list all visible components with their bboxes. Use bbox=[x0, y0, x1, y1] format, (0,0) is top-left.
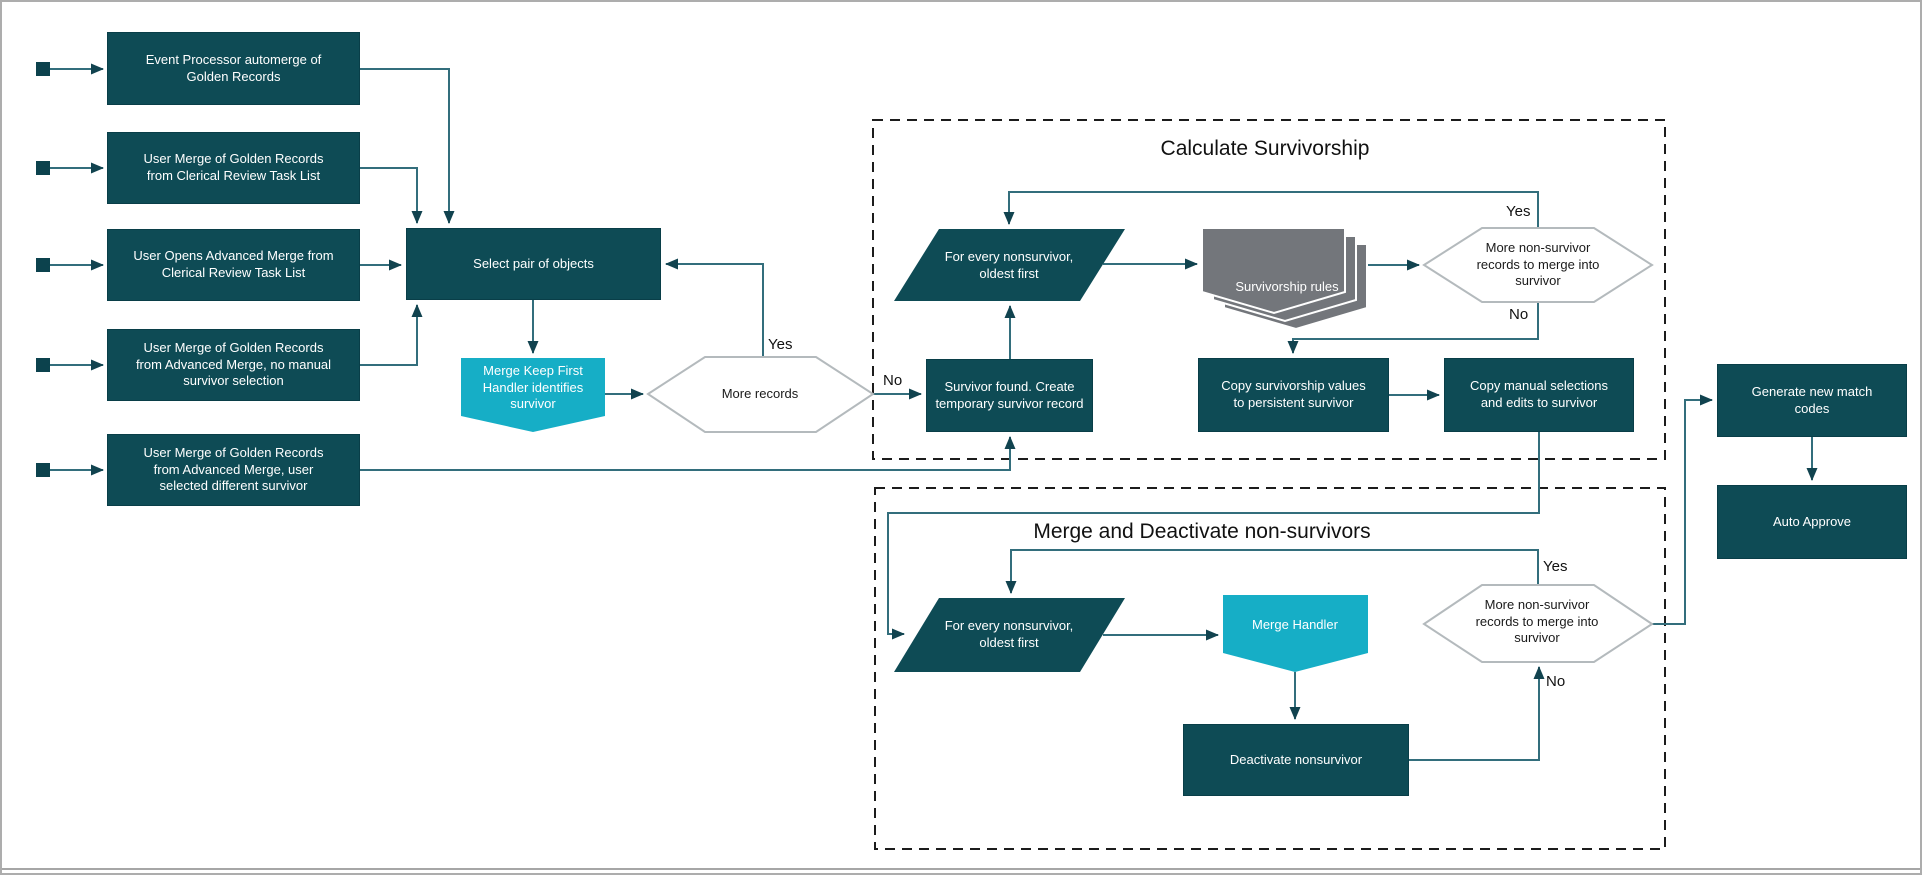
node-label: Select pair of objects bbox=[473, 255, 594, 271]
source-marker-5 bbox=[36, 463, 50, 477]
source-marker-4 bbox=[36, 358, 50, 372]
edge-source2-select bbox=[360, 167, 423, 224]
source-box-advanced-merge-no-manual: User Merge of Golden Records from Advanc… bbox=[107, 329, 360, 401]
label-merge-no: No bbox=[1546, 673, 1566, 690]
source-box-user-merge-clerical: User Merge of Golden Records from Cleric… bbox=[107, 132, 360, 204]
source-box-label: Event Processor automerge of Golden Reco… bbox=[145, 51, 322, 84]
node-label: Deactivate nonsurvivor bbox=[1229, 751, 1363, 767]
source-box-advanced-merge-different-survivor: User Merge of Golden Records from Advanc… bbox=[107, 434, 360, 506]
node-label: Copy survivorship values to persistent s… bbox=[1221, 378, 1366, 410]
label-more-records-yes: Yes bbox=[768, 336, 793, 353]
node-copy-survivorship: Copy survivorship values to persistent s… bbox=[1198, 358, 1389, 432]
node-copy-manual: Copy manual selections and edits to surv… bbox=[1444, 358, 1634, 432]
node-survivor-found: Survivor found. Create temporary survivo… bbox=[926, 359, 1093, 432]
source-box-label: User Merge of Golden Records from Cleric… bbox=[143, 151, 324, 183]
source-box-label: User Opens Advanced Merge from Clerical … bbox=[133, 248, 334, 280]
node-label: Generate new match codes bbox=[1751, 383, 1873, 416]
foreach-top-parallelogram bbox=[894, 229, 1125, 301]
source-box-label: User Merge of Golden Records from Advanc… bbox=[135, 339, 332, 389]
edge-deactivate-decision-bottom bbox=[1409, 666, 1545, 761]
connectors bbox=[50, 63, 1818, 761]
source-marker-2 bbox=[36, 161, 50, 175]
edge-decision-top-no-copy-survivorship bbox=[1287, 302, 1539, 354]
label-merge-yes: Yes bbox=[1543, 558, 1568, 575]
bottom-frame-line bbox=[2, 868, 1920, 870]
survivorship-rules-stack bbox=[1201, 227, 1368, 331]
node-label: Auto Approve bbox=[1772, 513, 1852, 529]
edge-source4-select bbox=[360, 304, 423, 366]
label-survivorship-no: No bbox=[1509, 306, 1529, 323]
edge-more-records-yes-select bbox=[665, 258, 764, 357]
node-label: Copy manual selections and edits to surv… bbox=[1469, 378, 1609, 410]
source-box-user-opens-advanced-merge: User Opens Advanced Merge from Clerical … bbox=[107, 229, 360, 301]
source-box-event-processor: Event Processor automerge of Golden Reco… bbox=[107, 32, 360, 105]
source-marker-3 bbox=[36, 258, 50, 272]
node-select-pair: Select pair of objects bbox=[406, 228, 661, 300]
label-more-records-no: No bbox=[883, 372, 903, 389]
edge-copy-manual-foreach-bottom bbox=[887, 432, 1540, 640]
node-auto-approve: Auto Approve bbox=[1717, 485, 1907, 559]
source-marker-1 bbox=[36, 62, 50, 76]
edge-source1-select bbox=[360, 68, 455, 224]
source-box-label: User Merge of Golden Records from Advanc… bbox=[143, 444, 324, 494]
more-nonsurvivor-top-hexagon bbox=[1422, 227, 1654, 303]
group-title-calculate-survivorship: Calculate Survivorship bbox=[1160, 137, 1370, 160]
foreach-bottom-parallelogram bbox=[894, 598, 1125, 672]
merge-handler-shape bbox=[1223, 595, 1368, 672]
node-deactivate-nonsurvivor: Deactivate nonsurvivor bbox=[1183, 724, 1409, 796]
edge-source5-survivor-found bbox=[360, 436, 1016, 471]
group-title-merge-deactivate: Merge and Deactivate non-survivors bbox=[1033, 520, 1371, 543]
edge-decision-top-yes-loop bbox=[1003, 191, 1539, 228]
node-label: Survivor found. Create temporary survivo… bbox=[935, 378, 1084, 411]
group-calculate-survivorship-frame bbox=[872, 119, 1666, 460]
label-survivorship-yes: Yes bbox=[1506, 203, 1531, 220]
edge-decision-bottom-yes-loop bbox=[1005, 549, 1539, 594]
edge-decision-bottom-generate bbox=[1649, 394, 1713, 625]
group-merge-deactivate-frame bbox=[874, 487, 1666, 850]
more-nonsurvivor-bottom-hexagon bbox=[1422, 584, 1654, 663]
survivorship-rules-layer-front bbox=[1201, 227, 1346, 315]
node-generate-match-codes: Generate new match codes bbox=[1717, 364, 1907, 437]
merge-keep-first-shape bbox=[461, 358, 605, 432]
more-records-hexagon bbox=[646, 356, 875, 433]
